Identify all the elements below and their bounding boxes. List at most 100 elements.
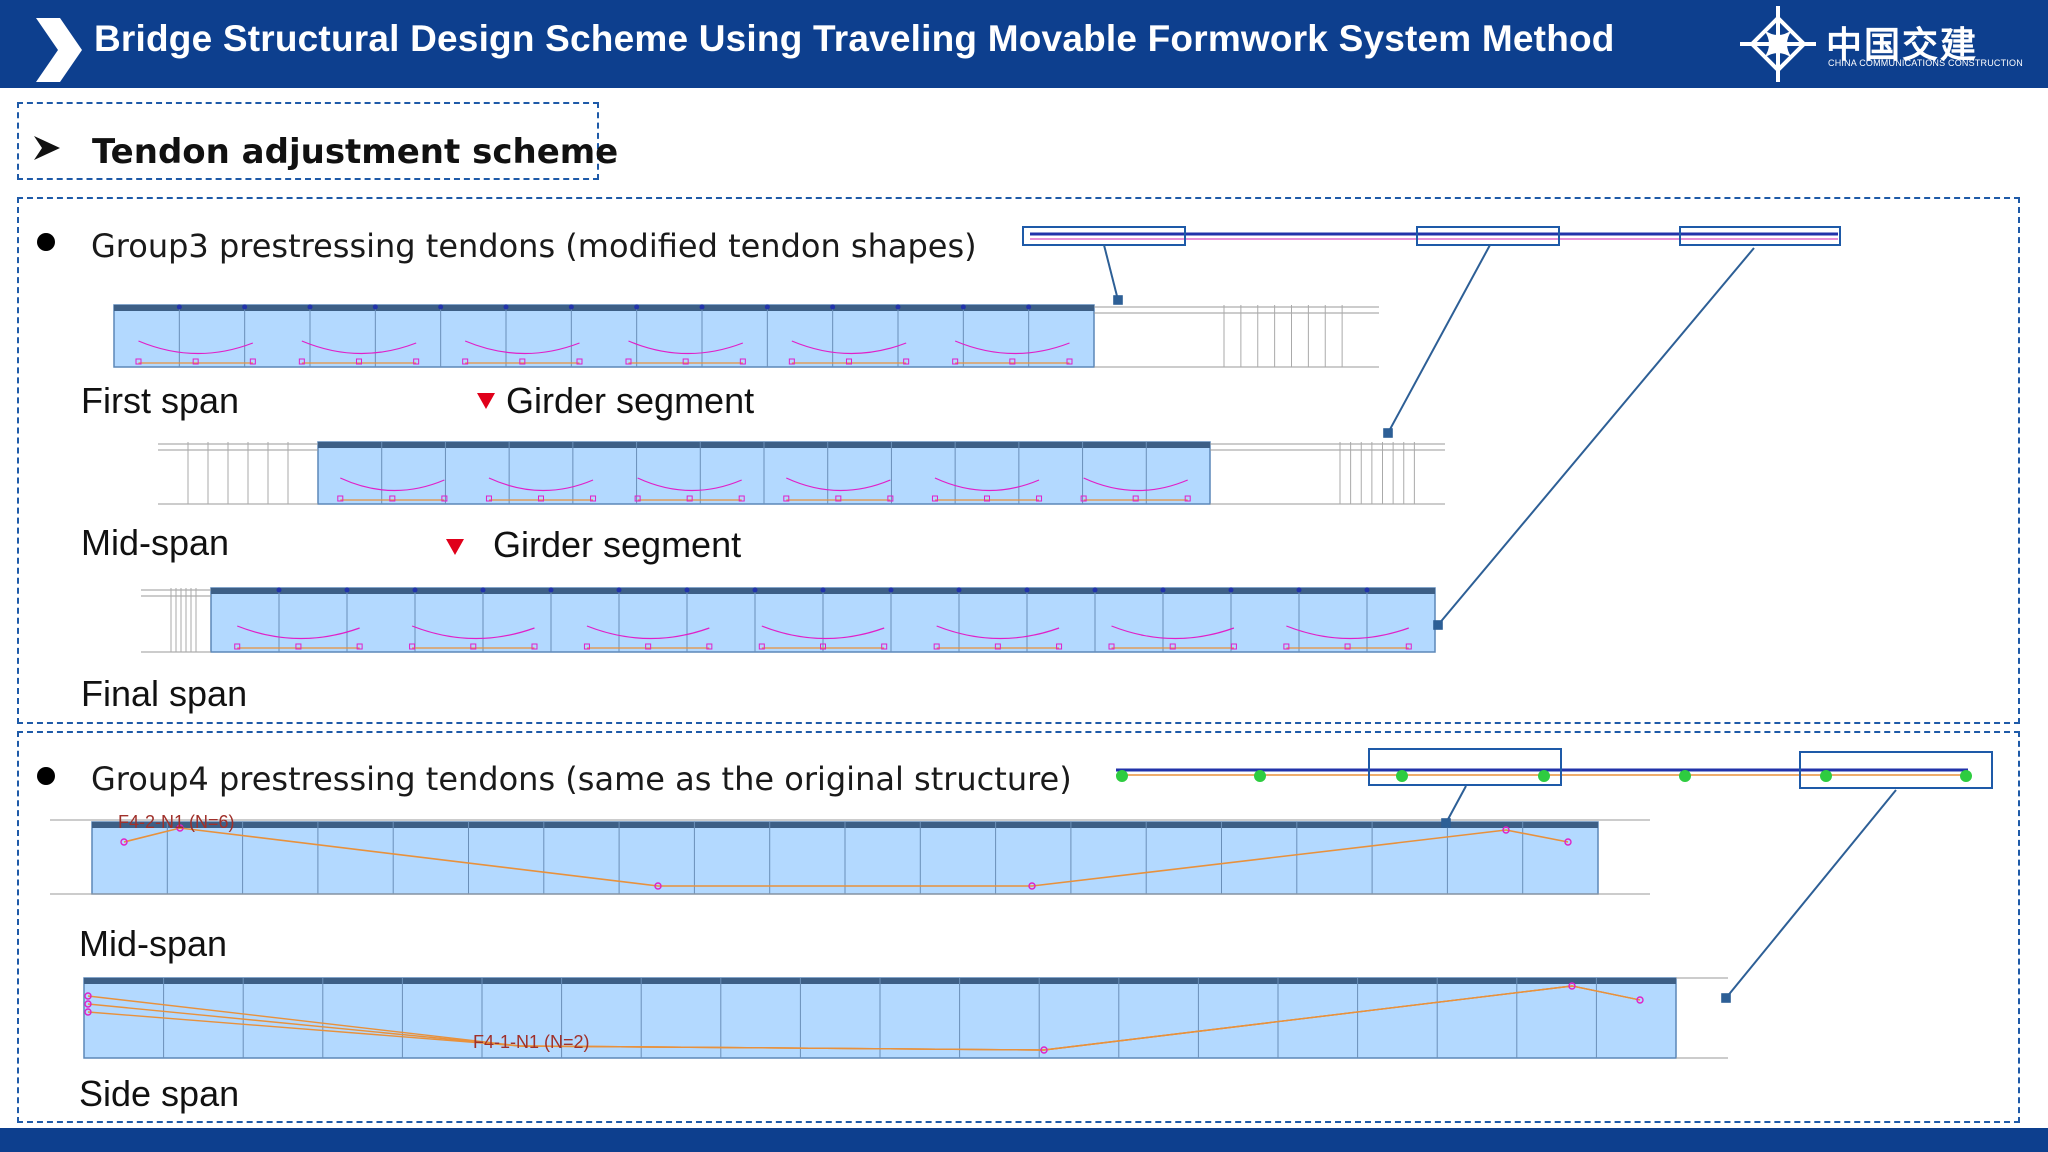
girder-final-span-tendon — [411, 625, 535, 640]
span-label-mid: Mid-span — [81, 522, 230, 563]
girder-final-span-tendon-node — [1283, 643, 1290, 650]
support-marker — [1679, 770, 1691, 782]
girder-first-span-node — [1026, 304, 1032, 310]
leader-line — [1721, 789, 1897, 1003]
girder-final-span-tendon-node — [1405, 643, 1412, 650]
support-marker — [1116, 770, 1128, 782]
girder-first-span-tendon-node — [952, 358, 959, 365]
girder-first-span-tendon — [954, 340, 1070, 355]
girder-final-span-tendon-node — [820, 643, 826, 650]
tendon-node — [176, 824, 184, 832]
girder-final-span-tendon-node — [1230, 643, 1237, 650]
girder-first-span-tendon — [464, 340, 580, 355]
girder-first-span-body — [113, 304, 1095, 368]
header-bar: Bridge Structural Design Scheme Using Tr… — [0, 0, 2048, 88]
girder-final-span-tendon — [1286, 625, 1409, 640]
group3-panel — [17, 197, 2020, 724]
footer-bar — [0, 1128, 2048, 1152]
girder-first-span-tendon-node — [1009, 358, 1016, 365]
tendon-node — [1564, 838, 1572, 846]
girder-mid-span-tendon — [786, 477, 891, 492]
tendon-node — [84, 1000, 92, 1008]
overview-highlight-box — [1022, 226, 1186, 246]
tendon-node — [120, 838, 128, 846]
girder-final-span-tendon-node — [706, 643, 713, 650]
girder-first-span-tendon-node — [356, 358, 362, 365]
tendon-node — [1040, 1046, 1048, 1054]
girder-mid-span-tendon — [934, 477, 1040, 492]
span-label-final: Final span — [81, 673, 248, 714]
overview-highlight-box — [1679, 226, 1841, 246]
bullet-dot-icon — [37, 767, 55, 785]
girder-final-span-tendon-node — [758, 643, 765, 650]
girder-mid-span-tendon-node — [835, 495, 842, 502]
girder-mid-span-tendon-node — [783, 495, 790, 502]
girder-final-span-node — [548, 587, 554, 593]
girder-mid-span-tendon-node — [1080, 495, 1087, 502]
girder-final-span-node — [1024, 587, 1030, 593]
span-label-g4-mid: Mid-span — [79, 923, 228, 964]
girder-final-span-tendon-node — [1108, 643, 1115, 650]
tendon-f4-1 — [87, 985, 1641, 1051]
group4-panel — [17, 731, 2020, 1123]
section-title: Tendon adjustment scheme — [92, 132, 619, 172]
tendon-node — [654, 882, 662, 890]
tendon-node — [1636, 996, 1644, 1004]
girder-final-span-node — [888, 587, 894, 593]
girder-first-span-tendon — [301, 340, 417, 355]
support-marker — [1960, 770, 1972, 782]
girder-final-span-tendon-node — [994, 643, 1001, 650]
girder-first-span-tendon-node — [625, 358, 632, 365]
logo-subtext: CHINA COMMUNICATIONS CONSTRUCTION — [1828, 58, 2023, 68]
girder-first-span-node — [699, 304, 705, 310]
girder-final-span-tendon-node — [1056, 643, 1063, 650]
tendon-node — [1028, 882, 1036, 890]
arrowhead-bullet-icon — [34, 136, 60, 160]
page-title: Bridge Structural Design Scheme Using Tr… — [94, 18, 1615, 59]
girder-final-span-tendon — [761, 625, 885, 640]
girder-mid-span-tendon-node — [887, 495, 894, 502]
girder-final-span-node — [1160, 587, 1166, 593]
girder-final-span-tendon-node — [356, 643, 363, 650]
support-marker — [1538, 770, 1550, 782]
girder-final-span-tendon-node — [645, 643, 652, 650]
girder-final-span-node — [820, 587, 826, 593]
girder-final-span-node — [1296, 587, 1302, 593]
girder-final-span-node — [276, 587, 282, 593]
girder-final-span-tendon-node — [295, 643, 302, 650]
girder-first-span-tendon-node — [846, 358, 852, 365]
leader-line — [1433, 247, 1755, 630]
overview-highlight-box — [1799, 751, 1993, 789]
girder-final-span-tendon-node — [1344, 643, 1351, 650]
girder-final-span-node — [344, 587, 350, 593]
girder-first-span-node — [568, 304, 574, 310]
group3-heading: Group3 prestressing tendons (modified te… — [91, 227, 977, 265]
logo-text: 中国交建 — [1826, 25, 1979, 66]
tendon-f4-2 — [123, 827, 1569, 887]
girder-segment-note-1: Girder segment — [506, 380, 755, 421]
girder-mid-span-tendon-node — [389, 495, 396, 502]
leader-line — [1383, 244, 1491, 438]
girder-first-span-tendon-node — [192, 358, 199, 365]
girder-final-span-node — [956, 587, 962, 593]
girder-final-span-tendon-node — [583, 643, 590, 650]
girder-first-span-node — [764, 304, 770, 310]
girder-first-span-node — [242, 304, 248, 310]
chevron-right-icon — [36, 18, 82, 82]
girder-first-span-node — [830, 304, 836, 310]
girder-first-span-node — [960, 304, 966, 310]
girder-mid-span-tendon-node — [337, 495, 344, 502]
girder-first-span-tendon-node — [739, 358, 746, 365]
girder-first-span-tendon — [138, 340, 254, 355]
girder-mid-span-tendon — [340, 477, 445, 492]
girder-mid-span-tendon-node — [738, 495, 745, 502]
tendon-node — [84, 992, 92, 1000]
overview-highlight-box — [1416, 226, 1560, 246]
girder-final-span-node — [1228, 587, 1234, 593]
support-marker — [1820, 770, 1832, 782]
girder-mid-span-tendon-node — [441, 495, 448, 502]
girder-final-span-tendon — [237, 625, 360, 640]
girder-final-span-tendon — [586, 625, 710, 640]
girder-first-span-node — [503, 304, 509, 310]
